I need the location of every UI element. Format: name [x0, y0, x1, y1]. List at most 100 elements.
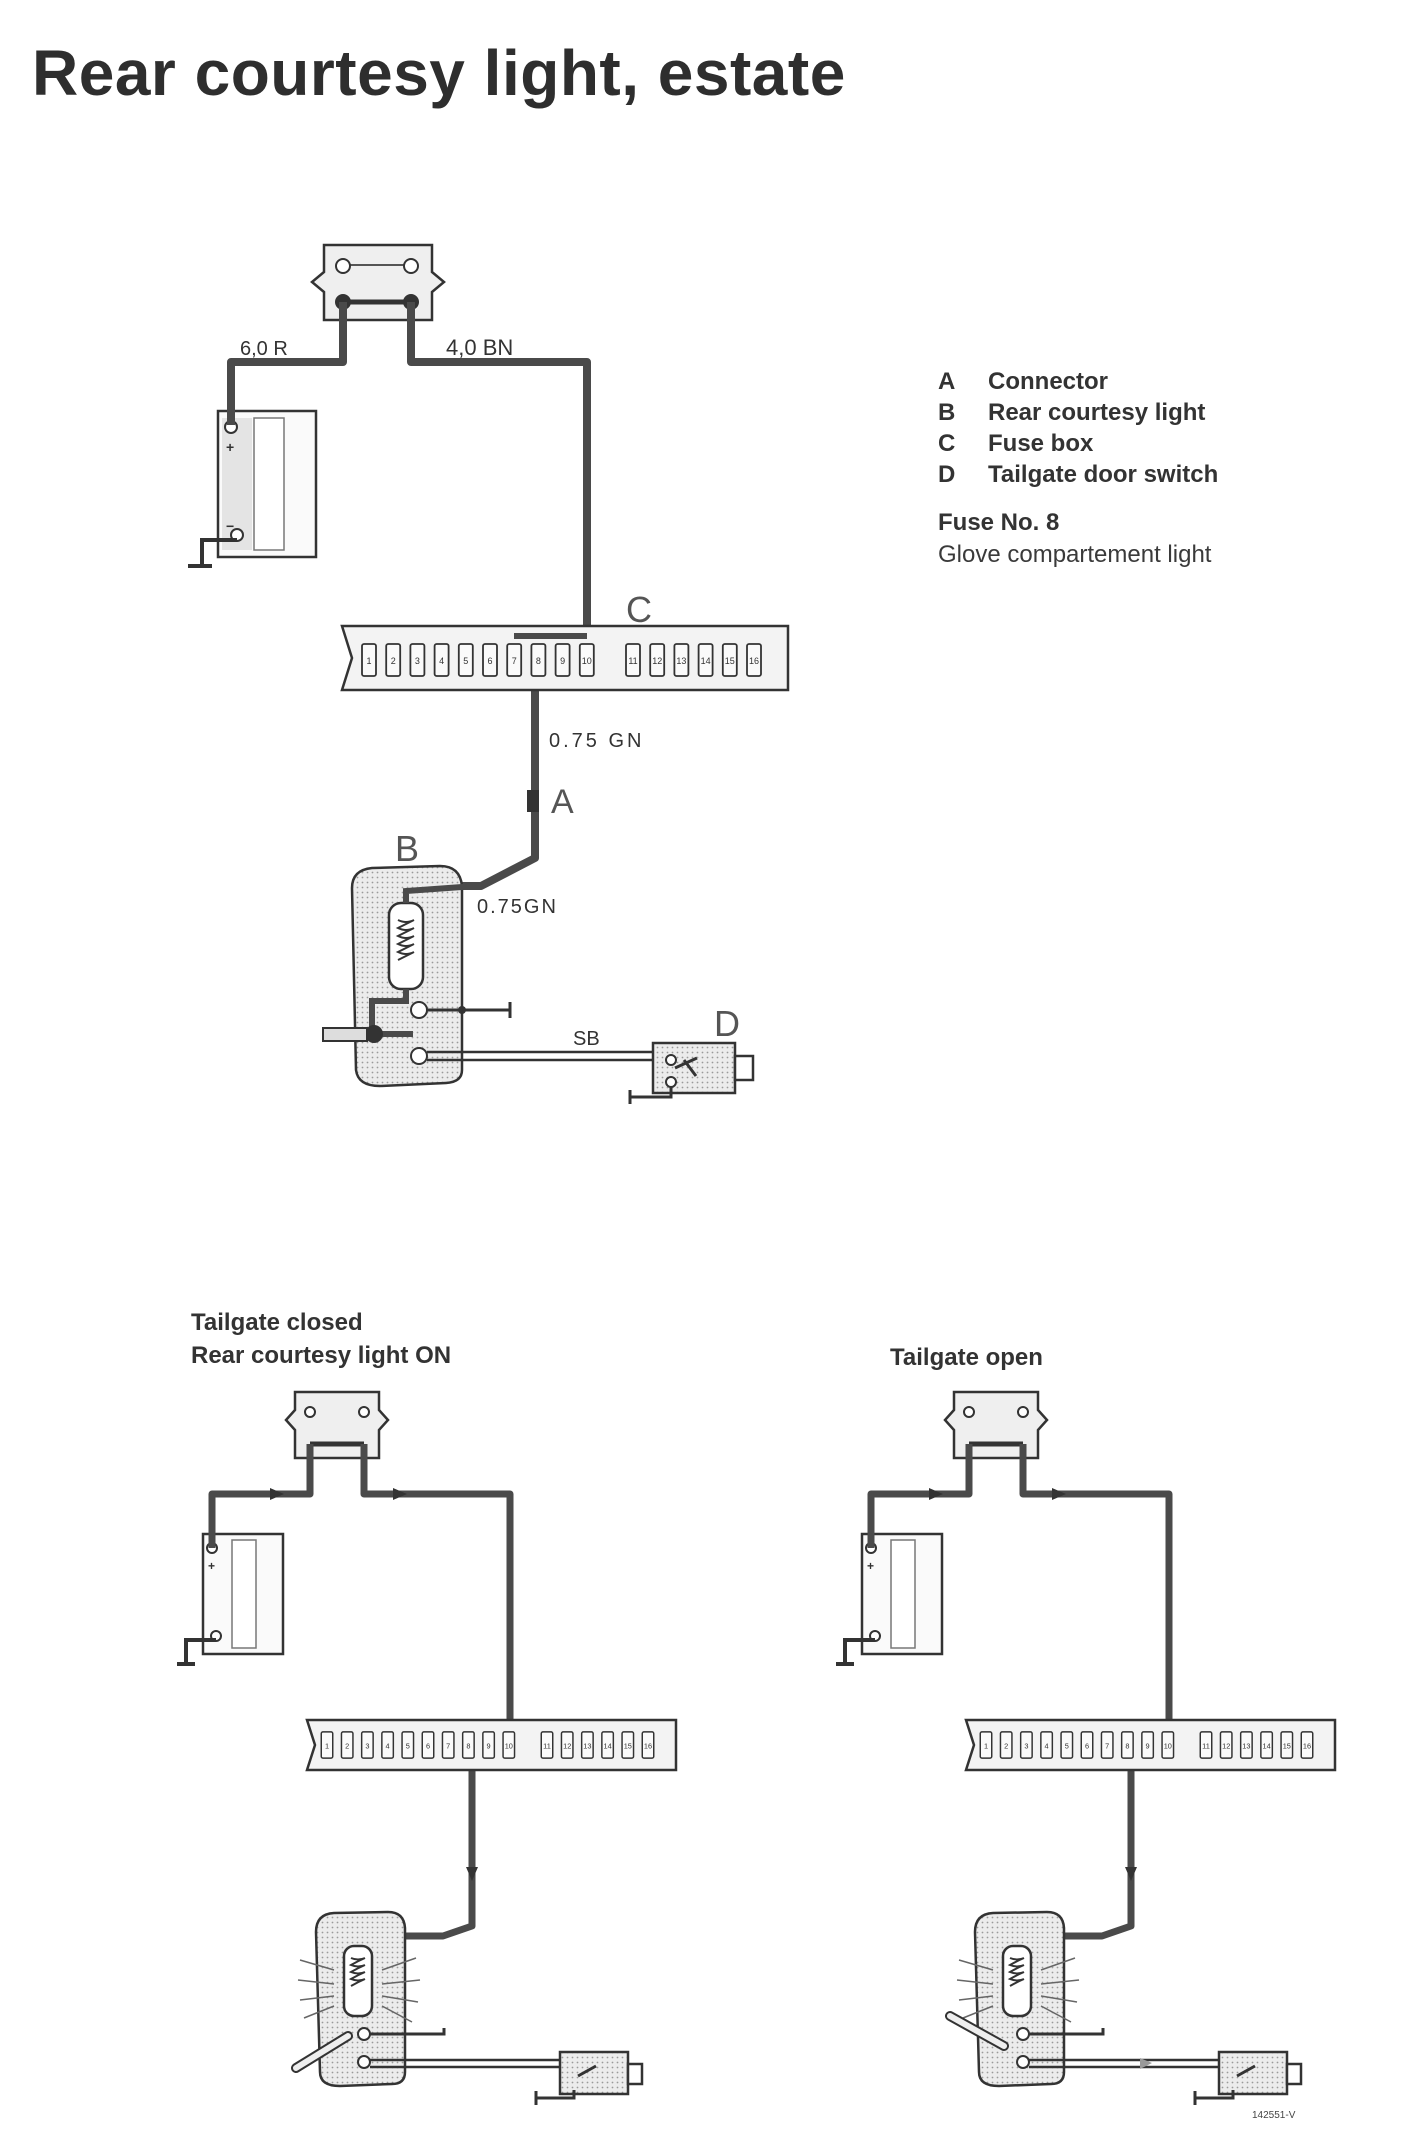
- fuse-11: 11: [540, 1731, 554, 1759]
- light-rays: [297, 1957, 421, 2023]
- fuse-number: 1: [366, 656, 371, 666]
- fuse-number: 15: [725, 656, 735, 666]
- caption-tailgate-closed: Tailgate closed Rear courtesy light ON: [191, 1306, 451, 1372]
- fuse-number: 11: [628, 656, 637, 666]
- fuse-number: 10: [1164, 1741, 1172, 1750]
- legend-item-c: C Fuse box: [938, 430, 1378, 461]
- label-c: C: [626, 589, 652, 630]
- fuse-8: 8: [461, 1731, 475, 1759]
- fuse-number: 2: [1004, 1741, 1008, 1750]
- fuse-number: 9: [487, 1741, 491, 1750]
- fuse-number: 13: [583, 1741, 591, 1750]
- fuse-7: 7: [506, 643, 523, 677]
- legend-key: D: [938, 461, 956, 488]
- label-d: D: [714, 1003, 740, 1044]
- fuse-number: 2: [345, 1741, 349, 1750]
- fuse-1: 1: [320, 1731, 334, 1759]
- fuse-number: 5: [1065, 1741, 1069, 1750]
- caption-line: Tailgate closed: [191, 1309, 363, 1336]
- fuse-14: 14: [1260, 1731, 1274, 1759]
- fuse-number: 6: [487, 656, 492, 666]
- legend-key: C: [938, 430, 956, 457]
- fuse-number: 12: [1222, 1741, 1230, 1750]
- fuse-number: 6: [1085, 1741, 1089, 1750]
- fuse-number: 3: [415, 656, 420, 666]
- fuse-number: 5: [463, 656, 468, 666]
- fuse-16: 16: [1300, 1731, 1314, 1759]
- fuse-16: 16: [746, 643, 762, 677]
- main-wires: [227, 302, 591, 890]
- legend-item-d: D Tailgate door switch: [938, 461, 1378, 492]
- fuse-number: 13: [676, 656, 686, 666]
- page-title: Rear courtesy light, estate: [32, 37, 846, 109]
- fuse-3: 3: [1019, 1731, 1033, 1759]
- fuse-3: 3: [360, 1731, 374, 1759]
- fuse-15: 15: [1280, 1731, 1294, 1759]
- fuse-15: 15: [621, 1731, 635, 1759]
- fuse-2: 2: [999, 1731, 1013, 1759]
- tailgate-switch: [628, 1041, 755, 1104]
- fuse-2: 2: [385, 643, 402, 677]
- top-connector: [310, 243, 446, 322]
- fuse-1: 1: [361, 643, 377, 677]
- tailgate-switch: [534, 2050, 644, 2105]
- fuse-12: 12: [560, 1731, 574, 1759]
- legend-item-b: B Rear courtesy light: [938, 399, 1378, 430]
- wires-open: [867, 1444, 1173, 1940]
- legend-label: Tailgate door switch: [988, 461, 1219, 488]
- fuse-6: 6: [482, 643, 498, 677]
- fuse-number: 14: [1262, 1741, 1270, 1750]
- fuse-number: 3: [365, 1741, 369, 1750]
- fuse-1: 1: [979, 1731, 993, 1759]
- fuse-number: 1: [325, 1741, 329, 1750]
- fuse-16: 16: [641, 1731, 655, 1759]
- legend-label: Connector: [988, 368, 1108, 395]
- label-b: B: [395, 828, 419, 869]
- fuse-14: 14: [697, 643, 714, 677]
- battery: +: [177, 1532, 285, 1666]
- fuse-4: 4: [381, 1731, 395, 1759]
- fuse-8: 8: [530, 643, 547, 677]
- fuse-6: 6: [421, 1731, 435, 1759]
- fuse-13: 13: [1239, 1731, 1253, 1759]
- fuse-13: 13: [673, 643, 690, 677]
- fuse-number: 1: [984, 1741, 988, 1750]
- legend-label: Rear courtesy light: [988, 399, 1206, 426]
- legend-key: A: [938, 368, 956, 395]
- fuse-number: 7: [1105, 1741, 1109, 1750]
- wires-closed: [208, 1444, 514, 1940]
- courtesy-light: [945, 1910, 1105, 2088]
- fuse-number: 7: [446, 1741, 450, 1750]
- fuse-number: 8: [466, 1741, 470, 1750]
- wire-red: [227, 302, 347, 425]
- fuse-number: 9: [560, 656, 565, 666]
- fuse-11: 11: [625, 643, 641, 677]
- svg-text:+: +: [208, 1559, 215, 1573]
- top-connector: [284, 1390, 390, 1460]
- fuse-9: 9: [1141, 1731, 1155, 1759]
- fuse-number: 10: [582, 656, 592, 666]
- fuse-number: 3: [1024, 1741, 1028, 1750]
- fuse-number: 15: [624, 1741, 632, 1750]
- fuse-number: 8: [536, 656, 541, 666]
- fuse-number: 16: [1303, 1741, 1311, 1750]
- battery: +: [836, 1532, 944, 1666]
- fuse-5: 5: [1060, 1731, 1074, 1759]
- fuse-number: 4: [1045, 1741, 1049, 1750]
- fuse-number: 14: [603, 1741, 611, 1750]
- fuse-number: 7: [512, 656, 517, 666]
- switch-wire: [427, 1050, 653, 1062]
- fuse-number: 4: [439, 656, 444, 666]
- light-rays: [956, 1957, 1080, 2023]
- fuse-14: 14: [601, 1731, 615, 1759]
- wire-label-green-upper: 0.75 GN: [549, 730, 644, 752]
- top-connector: [943, 1390, 1049, 1460]
